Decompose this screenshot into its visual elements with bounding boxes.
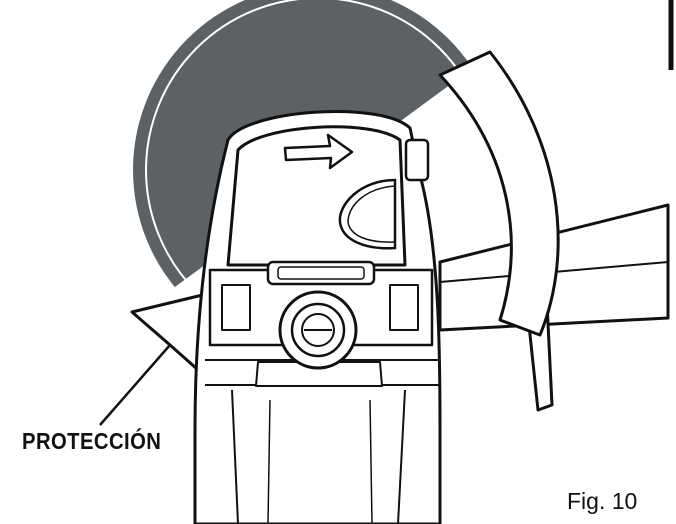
guard-leader-line — [99, 344, 171, 426]
guard-label: PROTECCIÓN — [22, 428, 162, 454]
side-knob-icon — [404, 138, 430, 182]
figure-caption: Fig. 10 — [567, 488, 638, 514]
switch-icon — [338, 178, 397, 250]
rotation-arrow-icon — [283, 133, 354, 170]
spindle-lock-button-icon — [278, 290, 358, 370]
